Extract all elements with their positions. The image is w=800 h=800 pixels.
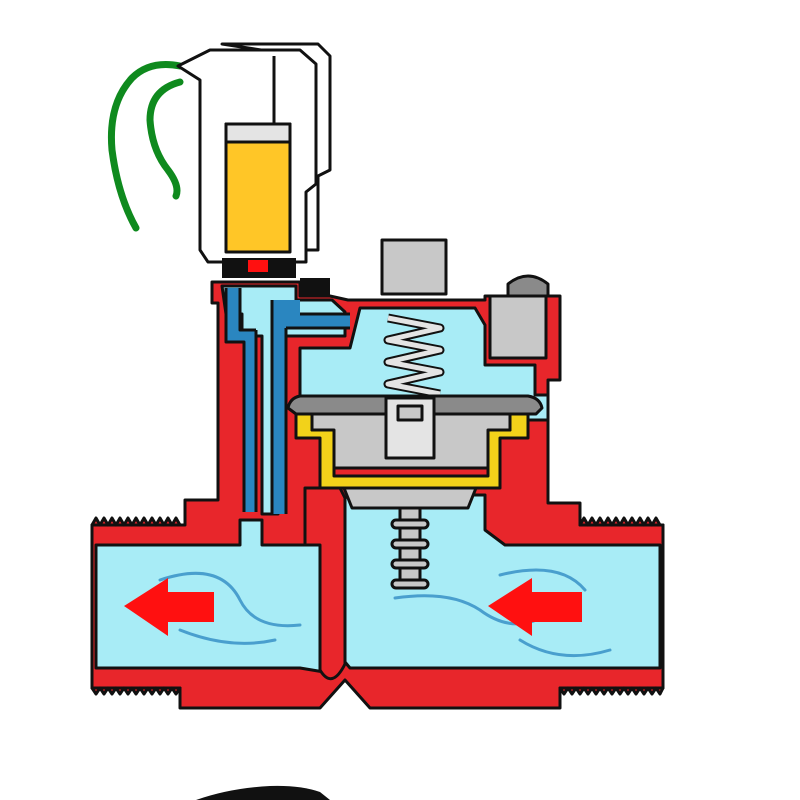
coil-core-cap (224, 122, 292, 144)
upper-chamber (298, 306, 550, 422)
coil-mount-block (300, 278, 330, 296)
return-spring (383, 313, 445, 399)
center-nut (384, 396, 436, 460)
flow-swirl-left-2 (178, 628, 277, 645)
flow-swirls (158, 568, 612, 658)
bleed-screw (506, 274, 550, 298)
pilot-channel-inner (272, 300, 350, 514)
spring-coil-highlight (385, 315, 443, 397)
stem-fin-1 (390, 518, 430, 530)
stem-fin-2 (390, 538, 430, 550)
flow-swirl-left-1 (158, 571, 302, 628)
solenoid (107, 42, 332, 296)
thread-top-right (578, 516, 665, 527)
thread-bottom-right (558, 686, 665, 696)
cropped-dark-object (196, 785, 330, 800)
coil-wire (107, 61, 184, 232)
seat-disc (342, 486, 478, 510)
outlet-flow-arrow (124, 578, 214, 636)
stem-fin-3 (390, 558, 430, 570)
bonnet-parts (380, 238, 550, 360)
flow-swirl-right-1 (498, 568, 587, 592)
flow-swirl-right-2 (518, 638, 612, 658)
flow-arrows (124, 578, 582, 636)
stem-fin-4 (390, 578, 430, 590)
pilot-channels (224, 288, 350, 514)
pilot-channel-outline (224, 288, 350, 514)
diaphragm-assembly (286, 394, 544, 590)
thread-bottom-left (90, 686, 182, 696)
coil-core (224, 122, 292, 254)
pilot-channel-outer (226, 288, 256, 512)
plunger-seal (248, 260, 268, 272)
inlet-flow-arrow (488, 578, 582, 636)
coil-wire-2 (146, 78, 184, 200)
center-nut-cap (396, 404, 424, 422)
manual-override-block (380, 238, 448, 296)
bleed-housing (488, 294, 548, 360)
thread-top-left (90, 516, 182, 527)
